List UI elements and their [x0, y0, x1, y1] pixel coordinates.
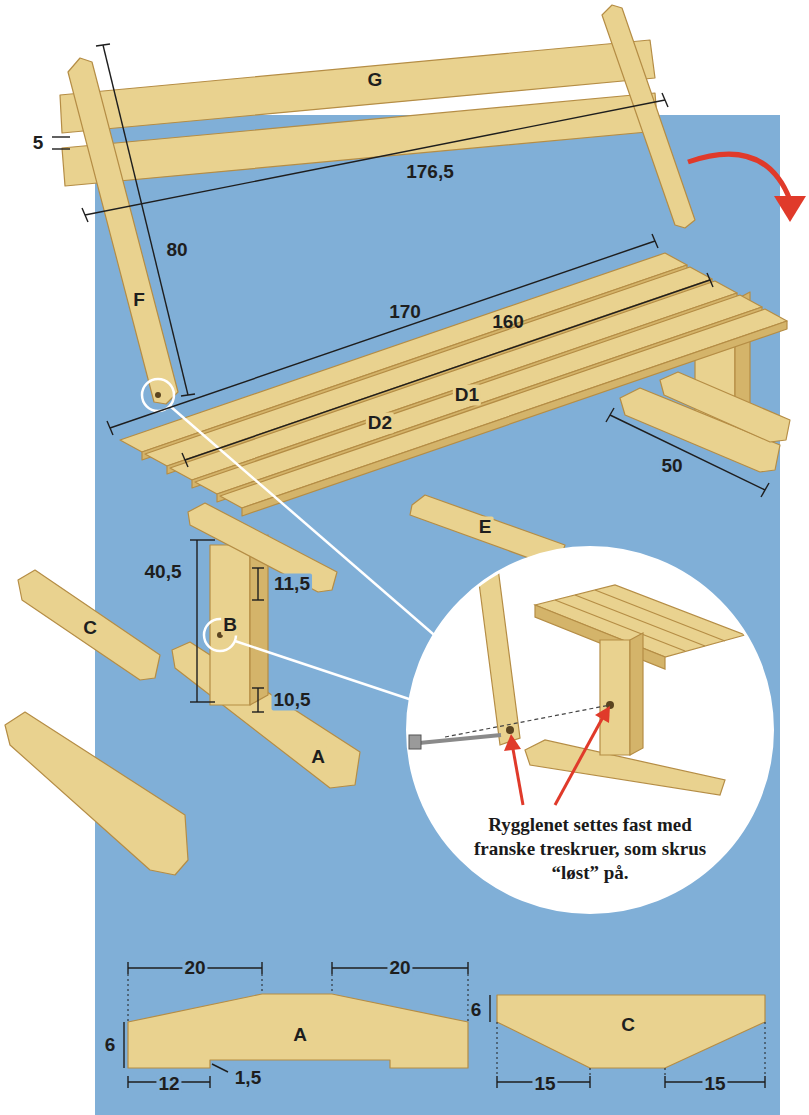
- dimension-label: 10,5: [272, 690, 313, 711]
- dimension-label: 15: [702, 1074, 727, 1095]
- callout-note: Rygglenet settes fast med franske treskr…: [460, 813, 720, 885]
- part-letter: A: [291, 1025, 309, 1046]
- dimension-label: 6: [469, 1000, 484, 1021]
- dimension-label: 11,5: [272, 574, 312, 595]
- dimension-label: 50: [659, 456, 684, 477]
- dimension-label: 40,5: [143, 562, 184, 583]
- part-letter: C: [619, 1015, 637, 1036]
- dimension-label: 80: [164, 240, 189, 261]
- dimension-label: 20: [182, 958, 207, 979]
- dimension-label: 170: [387, 302, 423, 323]
- dimension-label: 6: [103, 1035, 118, 1056]
- part-letter: D1: [453, 385, 481, 406]
- dimension-label: 12: [156, 1074, 181, 1095]
- part-letter: D2: [366, 413, 394, 434]
- dimension-label: 160: [490, 312, 526, 333]
- part-letter: F: [131, 290, 147, 311]
- part-letter: C: [81, 618, 99, 639]
- part-letter: E: [477, 517, 494, 538]
- dimension-label: 5: [31, 133, 46, 154]
- detail-magnifier: [405, 545, 775, 915]
- part-letter: A: [309, 747, 327, 768]
- dimension-label: 1,5: [233, 1068, 263, 1089]
- dimension-label: 20: [387, 958, 412, 979]
- dimension-label: 15: [532, 1074, 557, 1095]
- part-letter: B: [221, 615, 239, 636]
- dimension-label: 176,5: [404, 162, 456, 183]
- detail-callout: Rygglenet settes fast med franske treskr…: [405, 545, 775, 915]
- part-letter: G: [366, 70, 385, 91]
